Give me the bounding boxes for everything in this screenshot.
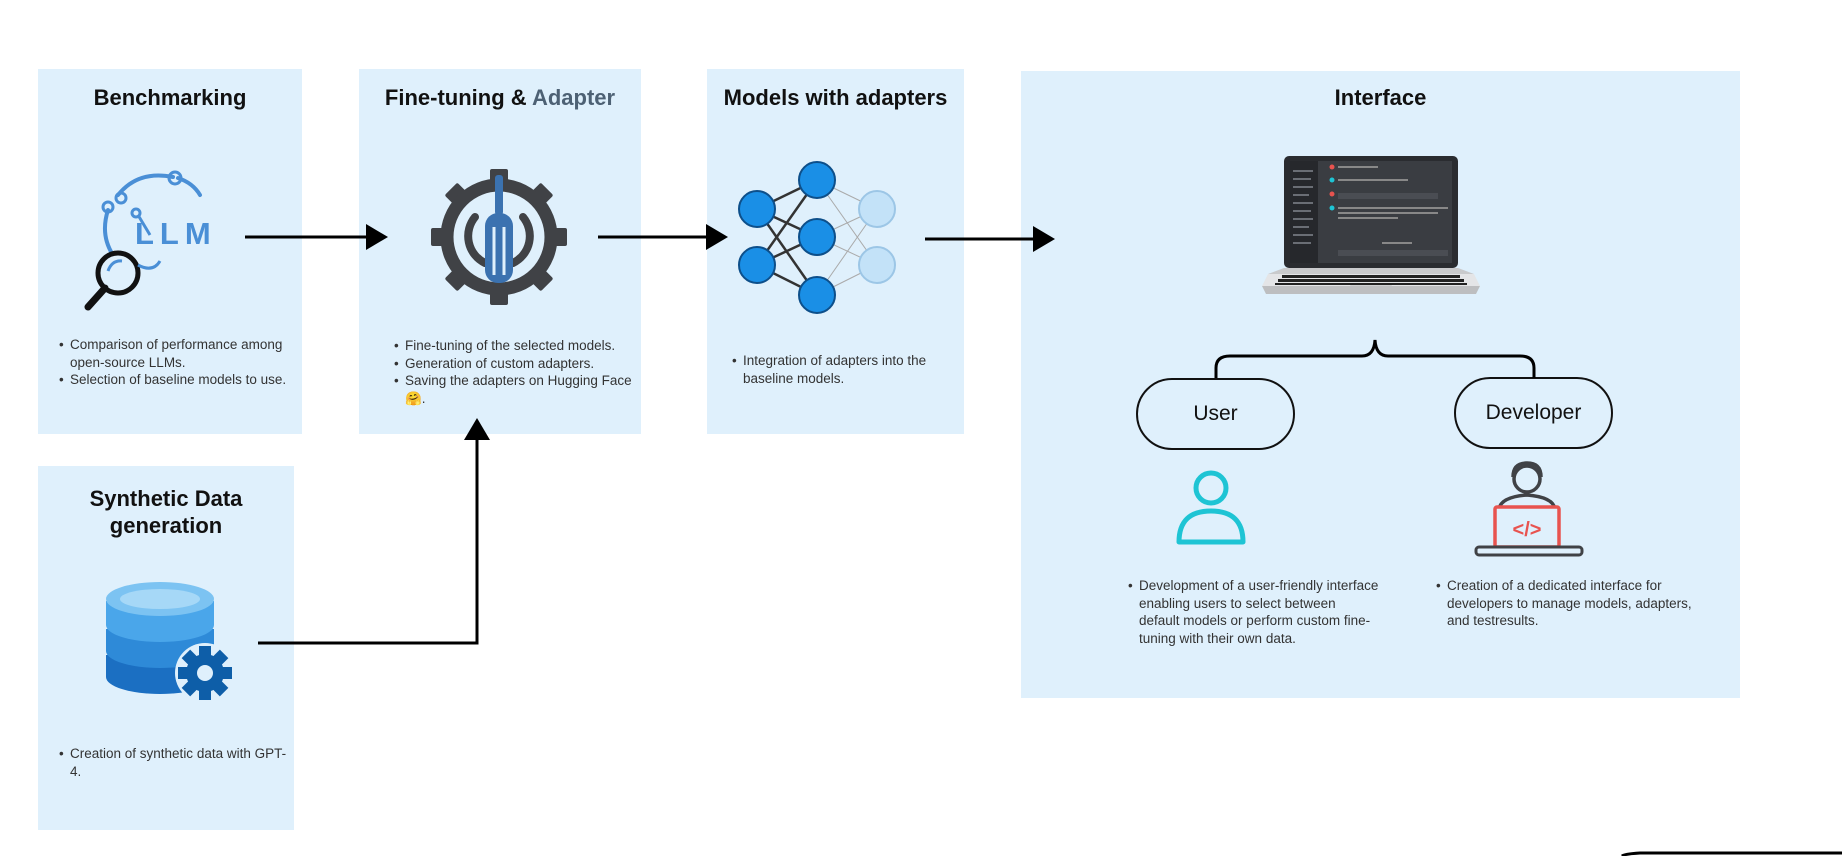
synthetic-title-line1: Synthetic Data — [89, 486, 243, 511]
list-item: Creation of synthetic data with GPT-4. — [59, 745, 295, 780]
arrow-models-to-interface — [925, 226, 1055, 252]
models-panel: Models with adapters Integration of adap… — [707, 69, 964, 434]
finetuning-title-accent: Adapter — [531, 85, 616, 110]
synthetic-title-line2: generation — [109, 513, 223, 538]
developer-node: Developer — [1454, 377, 1613, 449]
list-item: Creation of a dedicated interface for de… — [1436, 577, 1697, 630]
developer-icon: </> — [1474, 461, 1584, 557]
database-gear-icon — [106, 582, 235, 703]
laptop-icon — [1262, 156, 1480, 294]
interface-brace — [1214, 339, 1536, 378]
user-label: User — [1193, 402, 1238, 425]
arrow-synthetic-to-finetuning — [258, 418, 490, 645]
list-item: Selection of baseline models to use. — [59, 371, 300, 389]
neural-network-icon — [738, 161, 896, 314]
benchmarking-title: Benchmarking — [93, 85, 247, 110]
list-item: Fine-tuning of the selected models. — [394, 337, 645, 355]
synthetic-bullets: Creation of synthetic data with GPT-4. — [58, 745, 295, 780]
benchmarking-bullets: Comparison of performance among open-sou… — [58, 336, 300, 389]
finetuning-title-main: Fine-tuning & — [384, 85, 532, 110]
list-item: Saving the adapters on Hugging Face 🤗. — [394, 372, 645, 407]
list-item: Comparison of performance among open-sou… — [59, 336, 300, 371]
models-bullets: Integration of adapters into the baselin… — [731, 352, 968, 387]
interface-title: Interface — [1334, 85, 1427, 110]
synthetic-panel: Synthetic Data generation Cr — [38, 466, 294, 830]
finetuning-panel: Fine-tuning & Adapter Fine-tunin — [359, 69, 641, 434]
finetuning-bullets: Fine-tuning of the selected models. Gene… — [393, 337, 645, 407]
developer-label: Developer — [1485, 401, 1582, 424]
list-item: Integration of adapters into the baselin… — [732, 352, 968, 387]
gear-screwdriver-icon — [431, 169, 567, 305]
list-item: Development of a user-friendly interface… — [1128, 577, 1379, 647]
arrow-finetuning-to-models — [598, 224, 728, 250]
user-node: User — [1136, 378, 1295, 450]
finetuning-title: Fine-tuning & Adapter — [359, 84, 641, 111]
benchmarking-panel: Benchmarking LLM Comparison of performan… — [38, 69, 302, 434]
user-icon — [1176, 470, 1246, 545]
developer-bullets: Creation of a dedicated interface for de… — [1435, 577, 1697, 630]
arrow-benchmarking-to-finetuning — [245, 224, 388, 250]
models-title: Models with adapters — [723, 85, 948, 110]
list-item: Generation of custom adapters. — [394, 355, 645, 373]
user-bullets: Development of a user-friendly interface… — [1127, 577, 1379, 647]
interface-panel: Interface User — [1021, 71, 1740, 698]
svg-text:</>: </> — [1513, 519, 1542, 541]
llm-search-icon: LLM — [84, 170, 211, 311]
